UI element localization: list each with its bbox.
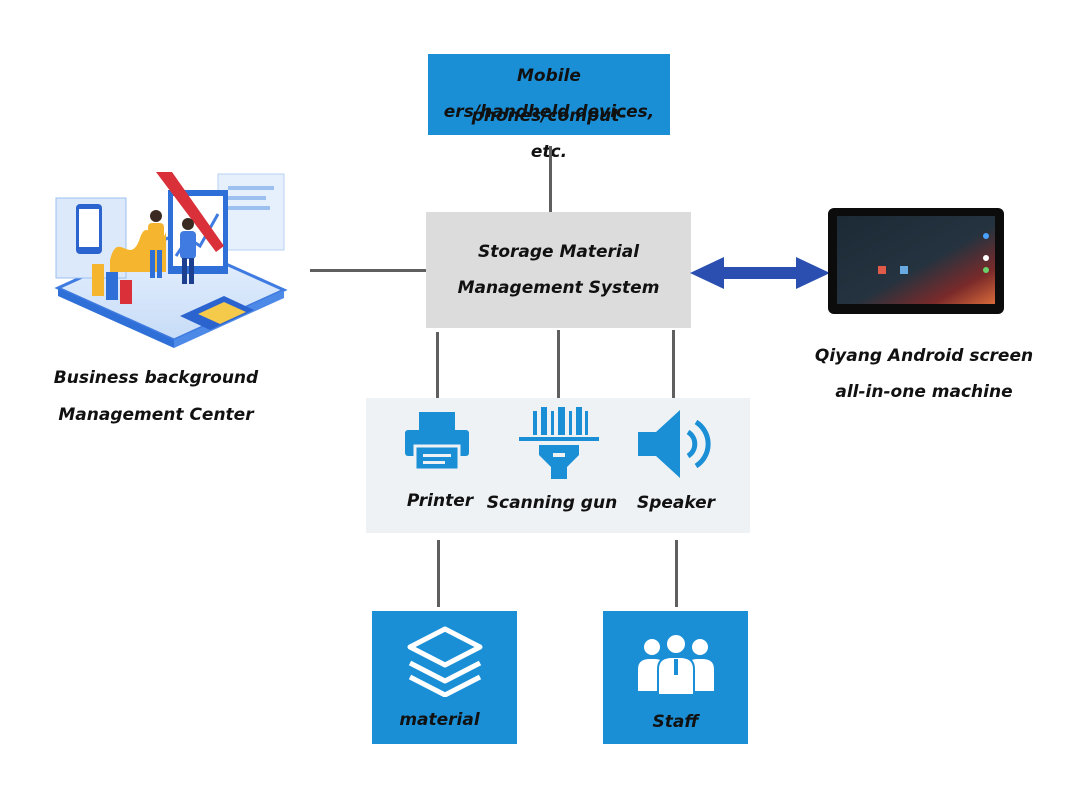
connector-staff <box>675 540 678 607</box>
android-tablet-icon <box>828 208 1004 314</box>
business-center-label-line1: Business background <box>53 368 259 388</box>
scanning-gun-icon <box>519 407 599 479</box>
connector-scanner <box>557 330 560 398</box>
connector-printer <box>436 332 439 398</box>
material-label: material <box>399 710 480 730</box>
printer-label: Printer <box>406 491 474 511</box>
business-center-label-line2: Management Center <box>58 405 254 425</box>
staff-group-icon <box>638 633 714 695</box>
storage-system-label-line2: Management System <box>457 278 660 298</box>
material-box: material <box>372 611 517 744</box>
top-device-label-line1: Mobile phones/comput- <box>471 66 627 126</box>
speaker-icon <box>638 410 711 478</box>
top-device-box: Mobile phones/comput- ers/handheld devic… <box>428 54 670 162</box>
tablet-label-line2: all-in-one machine <box>835 382 1013 402</box>
layers-icon <box>407 626 483 697</box>
printer-icon <box>405 412 469 472</box>
business-dashboard-illustration <box>54 172 288 348</box>
top-device-label-line2: ers/handheld devices, etc. <box>443 102 655 162</box>
connector-top <box>549 146 552 213</box>
connector-left <box>310 269 426 272</box>
speaker-label: Speaker <box>636 493 716 513</box>
storage-system-box: Storage Material Management System <box>426 212 691 328</box>
scanning-gun-label: Scanning gun <box>486 493 618 513</box>
staff-label: Staff <box>652 712 699 732</box>
connector-speaker <box>672 330 675 398</box>
storage-system-label-line1: Storage Material <box>477 242 640 262</box>
double-arrow-icon <box>690 257 830 289</box>
tablet-label-line1: Qiyang Android screen <box>814 346 1034 366</box>
staff-box: Staff <box>603 611 748 744</box>
connector-material <box>437 540 440 607</box>
